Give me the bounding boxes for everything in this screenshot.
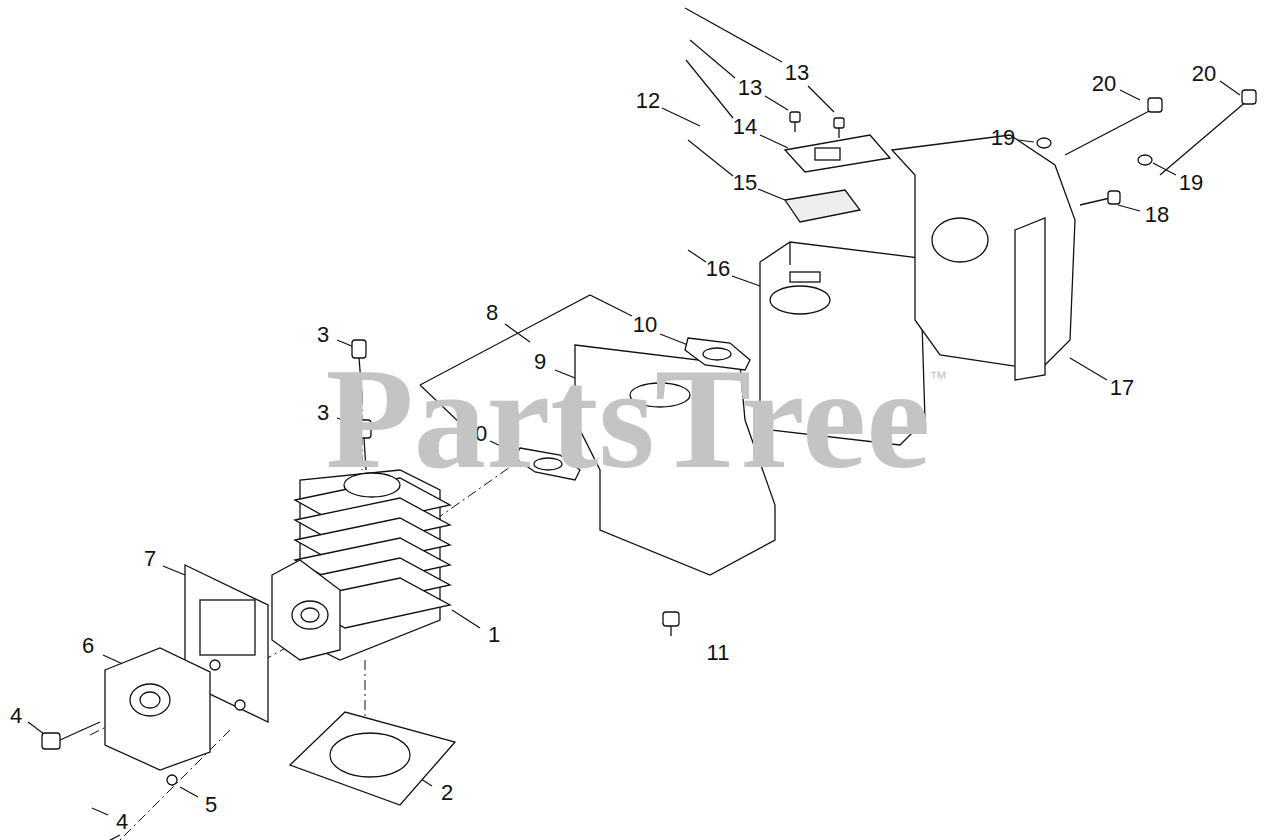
callout-number: 1 <box>488 624 500 646</box>
callout-number: 19 <box>1179 172 1203 194</box>
callout-number: 2 <box>441 782 453 804</box>
parts <box>42 90 1256 840</box>
callout-number: 10 <box>633 314 657 336</box>
callout-number: 4 <box>116 811 128 833</box>
callout-number: 8 <box>486 302 498 324</box>
callout-number: 4 <box>10 705 22 727</box>
callout-number: 15 <box>733 172 757 194</box>
callout-number: 13 <box>738 77 762 99</box>
leader-lines <box>28 8 1240 815</box>
callout-number: 20 <box>1092 73 1116 95</box>
callout-number: 18 <box>1145 204 1169 226</box>
callout-number: 20 <box>1192 63 1216 85</box>
callout-number: 7 <box>144 548 156 570</box>
watermark: PartsTree <box>326 346 931 491</box>
callout-number: 6 <box>82 635 94 657</box>
callout-number: 5 <box>205 794 217 816</box>
callout-number: 17 <box>1110 377 1134 399</box>
callout-number: 16 <box>706 258 730 280</box>
trademark-mark: ™ <box>929 369 947 387</box>
callout-number: 13 <box>785 62 809 84</box>
callout-number: 19 <box>991 127 1015 149</box>
callout-number: 14 <box>733 116 757 138</box>
callout-number: 11 <box>707 642 730 664</box>
callout-number: 12 <box>636 90 660 112</box>
callout-number: 3 <box>317 324 329 346</box>
